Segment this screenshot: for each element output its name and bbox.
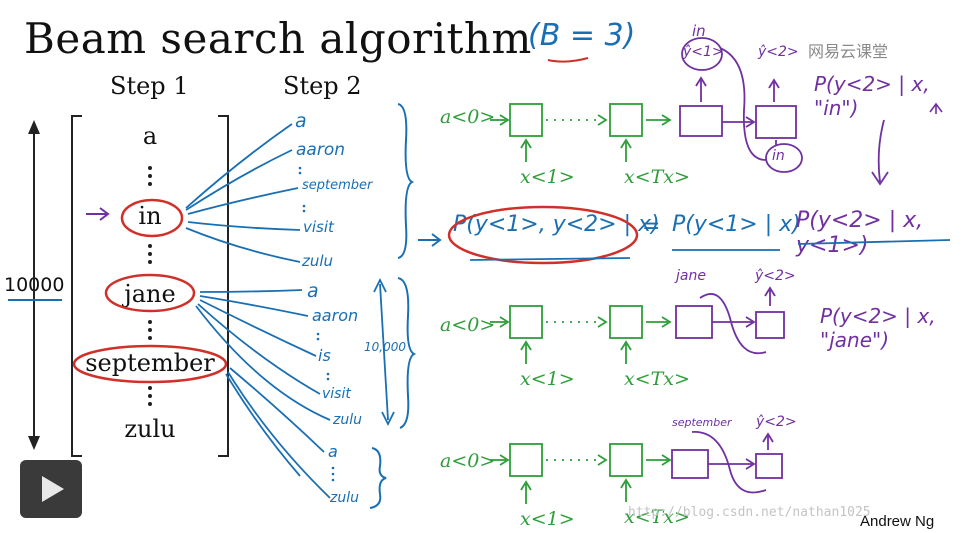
branch-size-arrow xyxy=(379,283,389,421)
prob-y1: P(y<1> | x) xyxy=(672,212,801,237)
left-bracket xyxy=(71,115,82,457)
net3-a0-label: a<0> xyxy=(440,450,496,472)
network-row-1 xyxy=(490,103,672,162)
right-bracket xyxy=(218,115,229,457)
network-row-3 xyxy=(490,443,672,504)
net1-in-feed: in xyxy=(772,148,785,164)
prob-y2-underline xyxy=(797,239,951,245)
net1-y2hat-label: ŷ<2> xyxy=(758,44,799,60)
in-brace xyxy=(397,103,415,259)
step2-jane-word-a: a xyxy=(307,280,319,302)
selected-jane-circle xyxy=(104,273,196,313)
net1-xtx-label: x<Tx> xyxy=(624,166,690,188)
branch-arrow-up xyxy=(373,277,387,293)
net3-xtx-label: x<Tx> xyxy=(624,506,690,528)
step2-label: Step 2 xyxy=(283,72,362,100)
cond-prob-in: P(y<2> | x, "in") xyxy=(814,72,930,120)
cond-prob-jane: P(y<2> | x, "jane") xyxy=(820,304,936,352)
net3-y2hat-label: ŷ<2> xyxy=(756,414,797,430)
vocab-word-september: september xyxy=(85,349,215,377)
step2-jane-word-is: is xyxy=(318,346,331,365)
logo: 网易云课堂 xyxy=(808,42,889,61)
equals-sign: = xyxy=(642,214,661,239)
step2-sept-word-zulu: zulu xyxy=(330,490,359,506)
net3-x1-label: x<1> xyxy=(520,508,575,530)
net2-x1-label: x<1> xyxy=(520,368,575,390)
september-fanout-lines xyxy=(225,367,331,499)
author-credit: Andrew Ng xyxy=(860,513,935,530)
net2-jane-label: jane xyxy=(676,268,706,284)
vocab-dots xyxy=(148,166,152,406)
step2-in-word-aaron: aaron xyxy=(296,140,345,160)
formula-pointer-arrow xyxy=(418,233,442,247)
cond-to-formula-arrow xyxy=(871,119,889,186)
vocab-word-jane: jane xyxy=(124,280,176,308)
net1-y1hat-label: ŷ<1> xyxy=(683,44,724,60)
step1-label: Step 1 xyxy=(110,72,189,100)
watermark: http://blog.csdn.net/nathan1025 xyxy=(628,505,871,520)
joint-prob: P(y<1>, y<2> | x) xyxy=(453,212,660,237)
joint-prob-circle xyxy=(447,205,639,265)
net2-y2hat-label: ŷ<2> xyxy=(755,268,796,284)
joint-prob-underline xyxy=(469,257,631,261)
step2-jane-word-zulu: zulu xyxy=(333,412,362,428)
net2-xtx-label: x<Tx> xyxy=(624,368,690,390)
net3-september-label: september xyxy=(672,416,732,429)
vocab-word-zulu: zulu xyxy=(124,415,176,443)
play-icon xyxy=(42,476,64,502)
net1-a0-label: a<0> xyxy=(440,106,496,128)
in-fanout-lines xyxy=(185,123,301,263)
cond-in-pointer xyxy=(929,102,943,114)
step2-in-word-september: september xyxy=(302,178,373,193)
arrow-head-down xyxy=(28,436,40,450)
vocab-word-a: a xyxy=(142,122,158,150)
jane-fanout-lines xyxy=(195,289,331,421)
net1-in-label: in xyxy=(692,22,706,40)
net2-a0-label: a<0> xyxy=(440,314,496,336)
step2-in-word-zulu: zulu xyxy=(302,252,334,270)
step2-in-word-a: a xyxy=(295,110,307,132)
step2-jane-word-visit: visit xyxy=(322,386,351,402)
page-title: Beam search algorithm xyxy=(24,14,532,63)
network-row-2 xyxy=(490,305,672,364)
beam-width-note: (B = 3) xyxy=(528,18,636,53)
prob-y2: P(y<2> | x, y<1>) xyxy=(796,208,924,258)
decoder-row-3 xyxy=(671,431,783,494)
vocab-word-in: in xyxy=(138,202,162,230)
step2-jane-word-aaron: aaron xyxy=(312,306,359,325)
play-button[interactable] xyxy=(20,460,82,518)
selected-september-circle xyxy=(72,344,228,384)
branch-arrow-down xyxy=(381,411,395,427)
september-brace xyxy=(369,447,387,509)
step2-sept-word-a: a xyxy=(328,442,338,461)
selected-in-circle xyxy=(120,198,184,238)
branch-size: 10,000 xyxy=(364,340,406,354)
decoder-row-1 xyxy=(679,37,803,173)
net1-x1-label: x<1> xyxy=(520,166,575,188)
step2-dots xyxy=(298,166,335,482)
step2-in-word-visit: visit xyxy=(303,218,334,236)
decoder-row-2 xyxy=(675,286,785,355)
in-pointer-arrow xyxy=(86,207,110,221)
jane-brace xyxy=(397,277,417,429)
arrow-head-up xyxy=(28,120,40,134)
beam-underline xyxy=(547,57,589,63)
